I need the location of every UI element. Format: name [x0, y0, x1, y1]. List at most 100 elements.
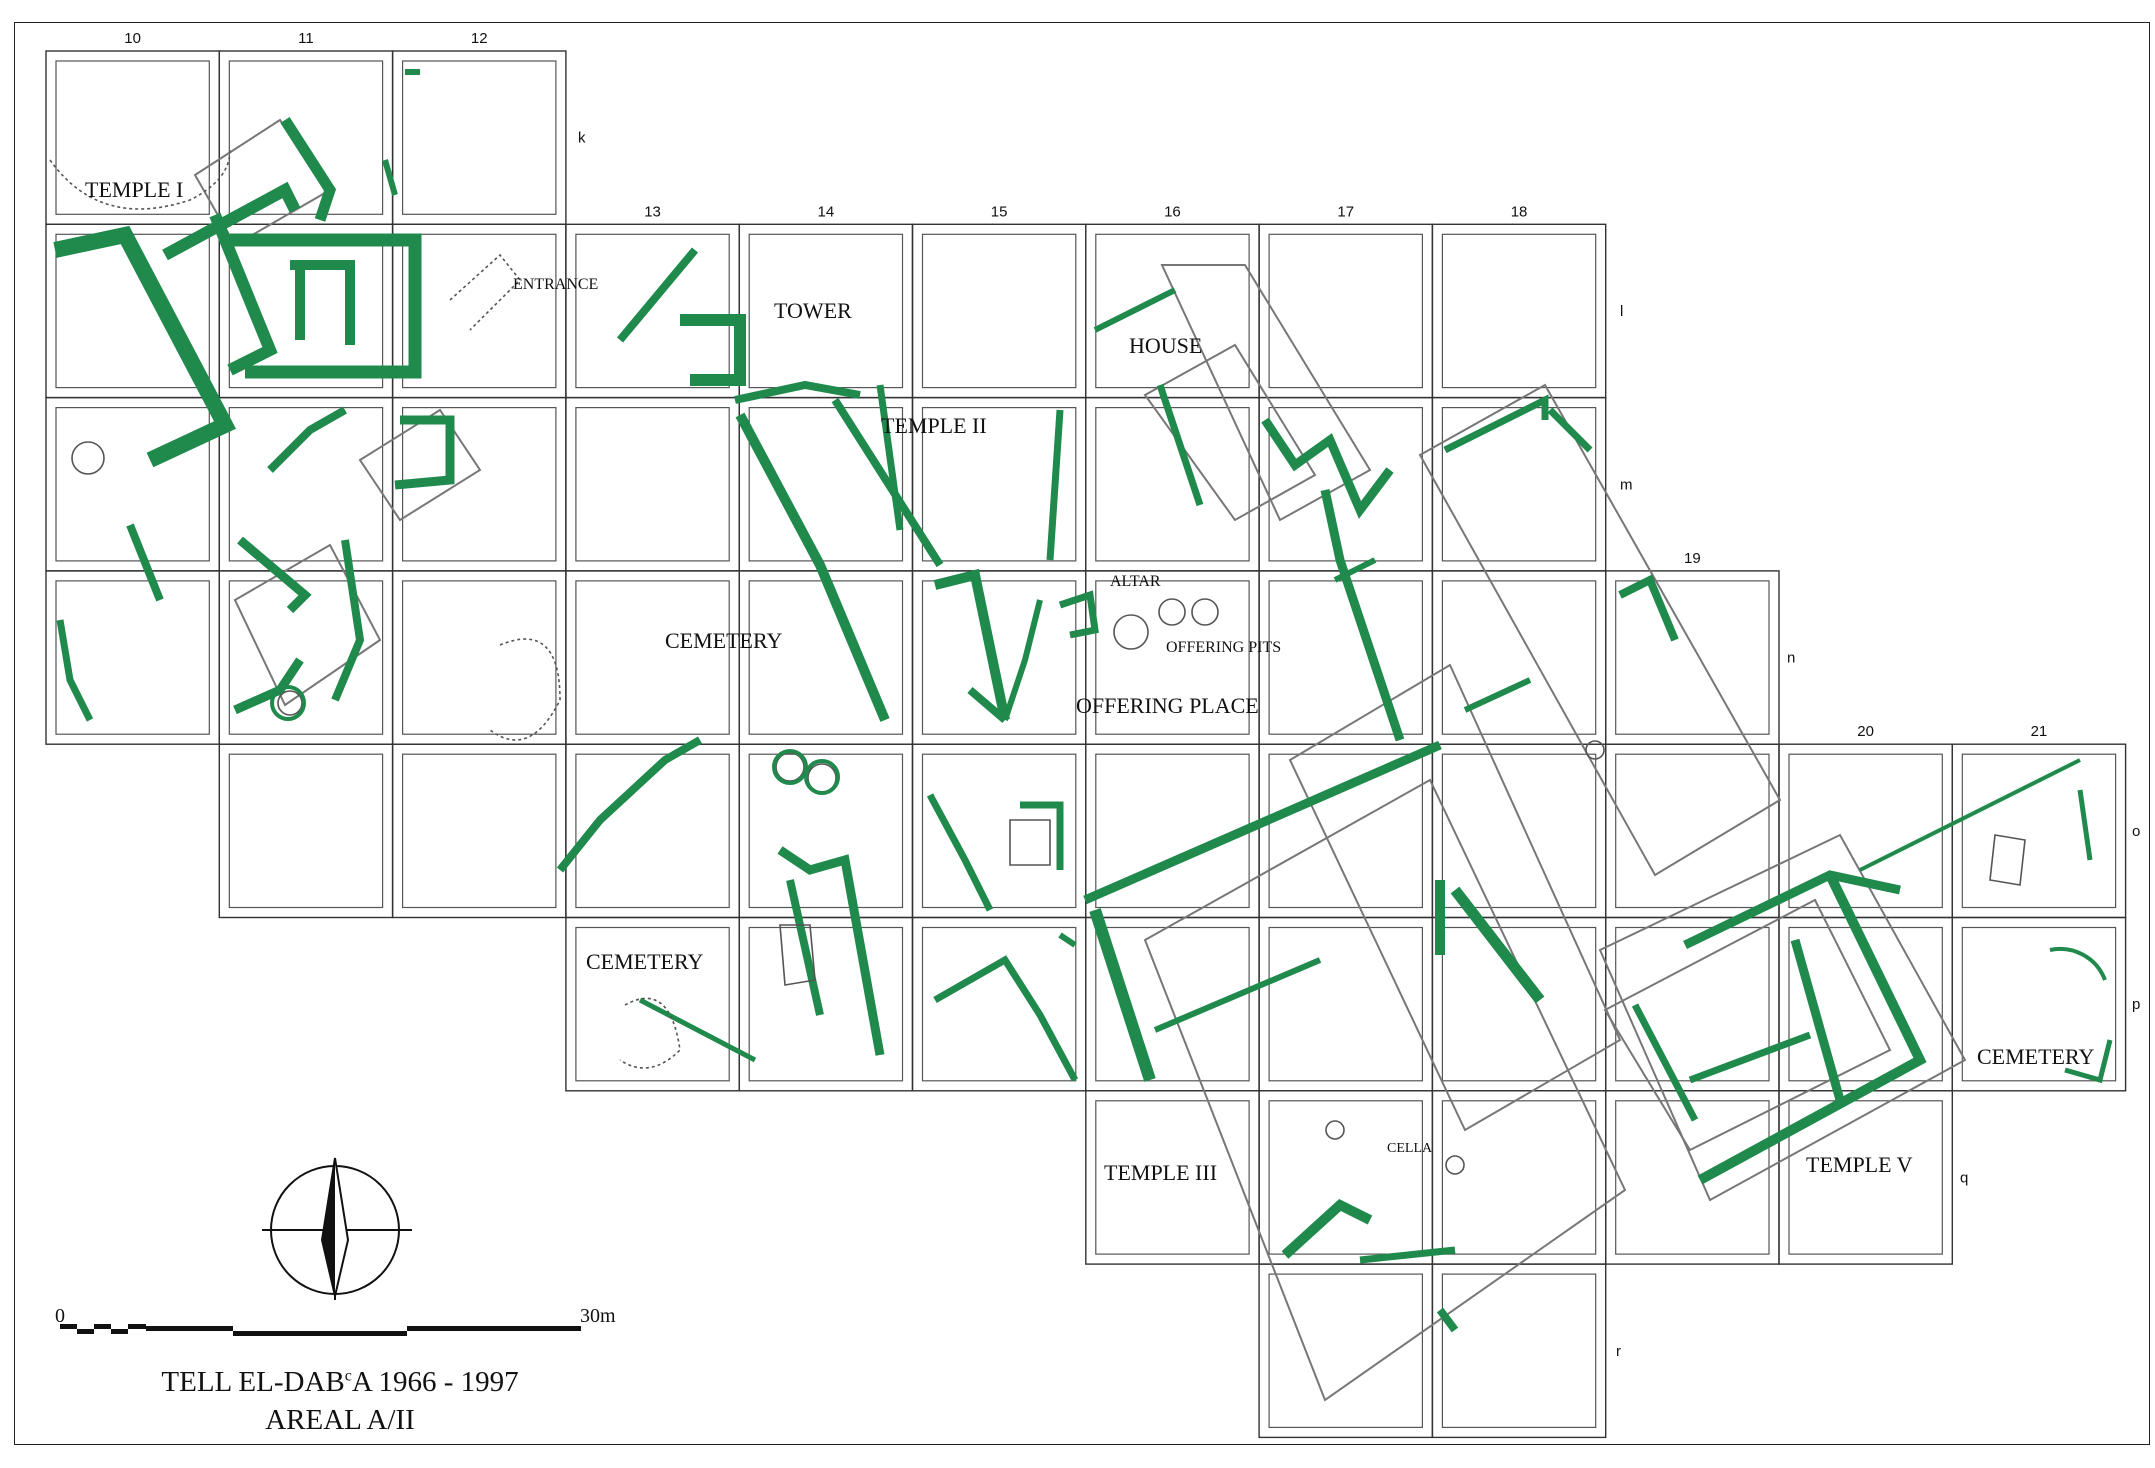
- grid-square: [1951, 916, 2127, 1092]
- pit-circle: [277, 690, 303, 716]
- excavation-square: [1095, 926, 1250, 1082]
- excavation-square: [402, 580, 557, 735]
- row-letter: p: [2132, 996, 2140, 1013]
- label-temple-5: TEMPLE V: [1806, 1152, 1913, 1177]
- label-offering-pits: OFFERING PITS: [1166, 639, 1281, 656]
- excavation-square: [921, 926, 1077, 1082]
- pit-circle: [1113, 614, 1149, 650]
- mudbrick-wall: [1463, 677, 1532, 713]
- excavation-square: [575, 926, 730, 1082]
- mudbrick-wall: [1058, 932, 1077, 948]
- mudbrick-wall: [616, 247, 699, 343]
- mudbrick-wall: [1450, 886, 1545, 1004]
- grid-square: [1258, 223, 1434, 399]
- mudbrick-wall: [967, 686, 1008, 724]
- mudbrick-wall: [162, 181, 301, 261]
- excavation-square: [748, 753, 904, 909]
- grid-square: [218, 50, 394, 226]
- excavation-square: [228, 580, 384, 735]
- grid-square: [1258, 1263, 1434, 1439]
- excavation-square: [575, 580, 730, 735]
- mudbrick-wall: [382, 159, 398, 196]
- grid-square: [1431, 570, 1607, 745]
- mudbrick-wall: [290, 260, 355, 345]
- row-letter: l: [1620, 303, 1623, 320]
- mudbrick-wall: [1058, 590, 1099, 639]
- grid-square: [1258, 1090, 1434, 1265]
- excavation-square: [575, 407, 730, 562]
- excavation-square: [1961, 753, 2117, 909]
- row-letter: m: [1620, 476, 1633, 493]
- pit-circle: [1585, 740, 1605, 760]
- label-altar: ALTAR: [1110, 573, 1161, 590]
- mudbrick-wall: [1281, 1198, 1373, 1259]
- grid-square: [565, 223, 740, 399]
- mudbrick-wall: [1320, 489, 1405, 742]
- excavation-square: [1615, 580, 1770, 735]
- excavation-square: [1268, 926, 1423, 1082]
- grid-square: [391, 570, 567, 745]
- excavation-square: [1615, 753, 1770, 909]
- row-letter: q: [1960, 1169, 1968, 1186]
- building-outline: [1143, 343, 1317, 522]
- excavation-square: [1441, 1100, 1597, 1255]
- north-arrow-icon: [262, 1157, 412, 1300]
- excavation-square: [1788, 1100, 1943, 1255]
- excavation-square: [1441, 753, 1597, 909]
- mudbrick-wall: [1683, 870, 1901, 950]
- column-number: 20: [1857, 723, 1874, 740]
- excavation-square: [1268, 1100, 1423, 1255]
- mudbrick-wall: [237, 536, 312, 614]
- mudbrick-wall: [1261, 417, 1394, 519]
- grid-square: [1258, 743, 1434, 919]
- grid-square: [391, 743, 567, 919]
- grid-square: [1431, 1263, 1607, 1439]
- grid-square: [1951, 743, 2127, 919]
- row-letter: r: [1616, 1343, 1621, 1360]
- excavation-square: [748, 407, 904, 562]
- excavation-square: [748, 926, 904, 1082]
- round-structure: [804, 759, 840, 795]
- pits-and-graves: [49, 149, 2107, 1175]
- mudbrick-wall: [1790, 938, 1845, 1102]
- excavation-square: [921, 753, 1077, 909]
- excavation-square: [55, 60, 210, 215]
- mudbrick-wall: [209, 212, 278, 376]
- excavation-square: [1615, 1100, 1770, 1255]
- scale-end: 30m: [580, 1305, 616, 1327]
- mudbrick-wall: [876, 384, 904, 531]
- building-outline: [1598, 833, 1967, 1202]
- mudbrick-wall: [1153, 957, 1322, 1033]
- grid-square: [911, 223, 1087, 399]
- row-letter: k: [578, 130, 586, 147]
- mudbrick-wall: [56, 619, 94, 722]
- title-line1-a: TELL EL-DAB: [161, 1366, 345, 1398]
- excavation-square: [1441, 580, 1597, 735]
- mudbrick-wall: [735, 412, 890, 722]
- mudbrick-wall: [1333, 557, 1377, 583]
- mudbrick-wall: [1156, 383, 1204, 507]
- pit-circle: [775, 752, 805, 782]
- excavation-square: [921, 407, 1077, 562]
- mudbrick-wall: [831, 397, 944, 568]
- scale-start: 0: [55, 1305, 65, 1327]
- mudbrick-wall: [280, 117, 337, 222]
- mudbrick-wall: [331, 539, 365, 702]
- excavation-square: [1441, 407, 1597, 562]
- pit-circle: [1445, 1155, 1465, 1175]
- grid-square: [1431, 396, 1607, 572]
- label-temple-1: TEMPLE I: [85, 177, 183, 202]
- mudbrick-wall: [230, 233, 422, 379]
- mudbrick-wall: [556, 736, 702, 873]
- grid-square: [1085, 223, 1260, 399]
- mudbrick-wall: [1547, 407, 1593, 453]
- excavation-edge: [49, 149, 231, 210]
- grid-square: [1604, 570, 1780, 745]
- grid-square: [565, 570, 740, 745]
- label-cemetery-2: CEMETERY: [586, 949, 703, 974]
- grid-square: [1085, 570, 1260, 745]
- excavation-edge: [489, 638, 561, 741]
- mudbrick-wall: [1436, 1307, 1459, 1333]
- column-number: 19: [1684, 550, 1701, 567]
- column-number: 12: [471, 30, 488, 47]
